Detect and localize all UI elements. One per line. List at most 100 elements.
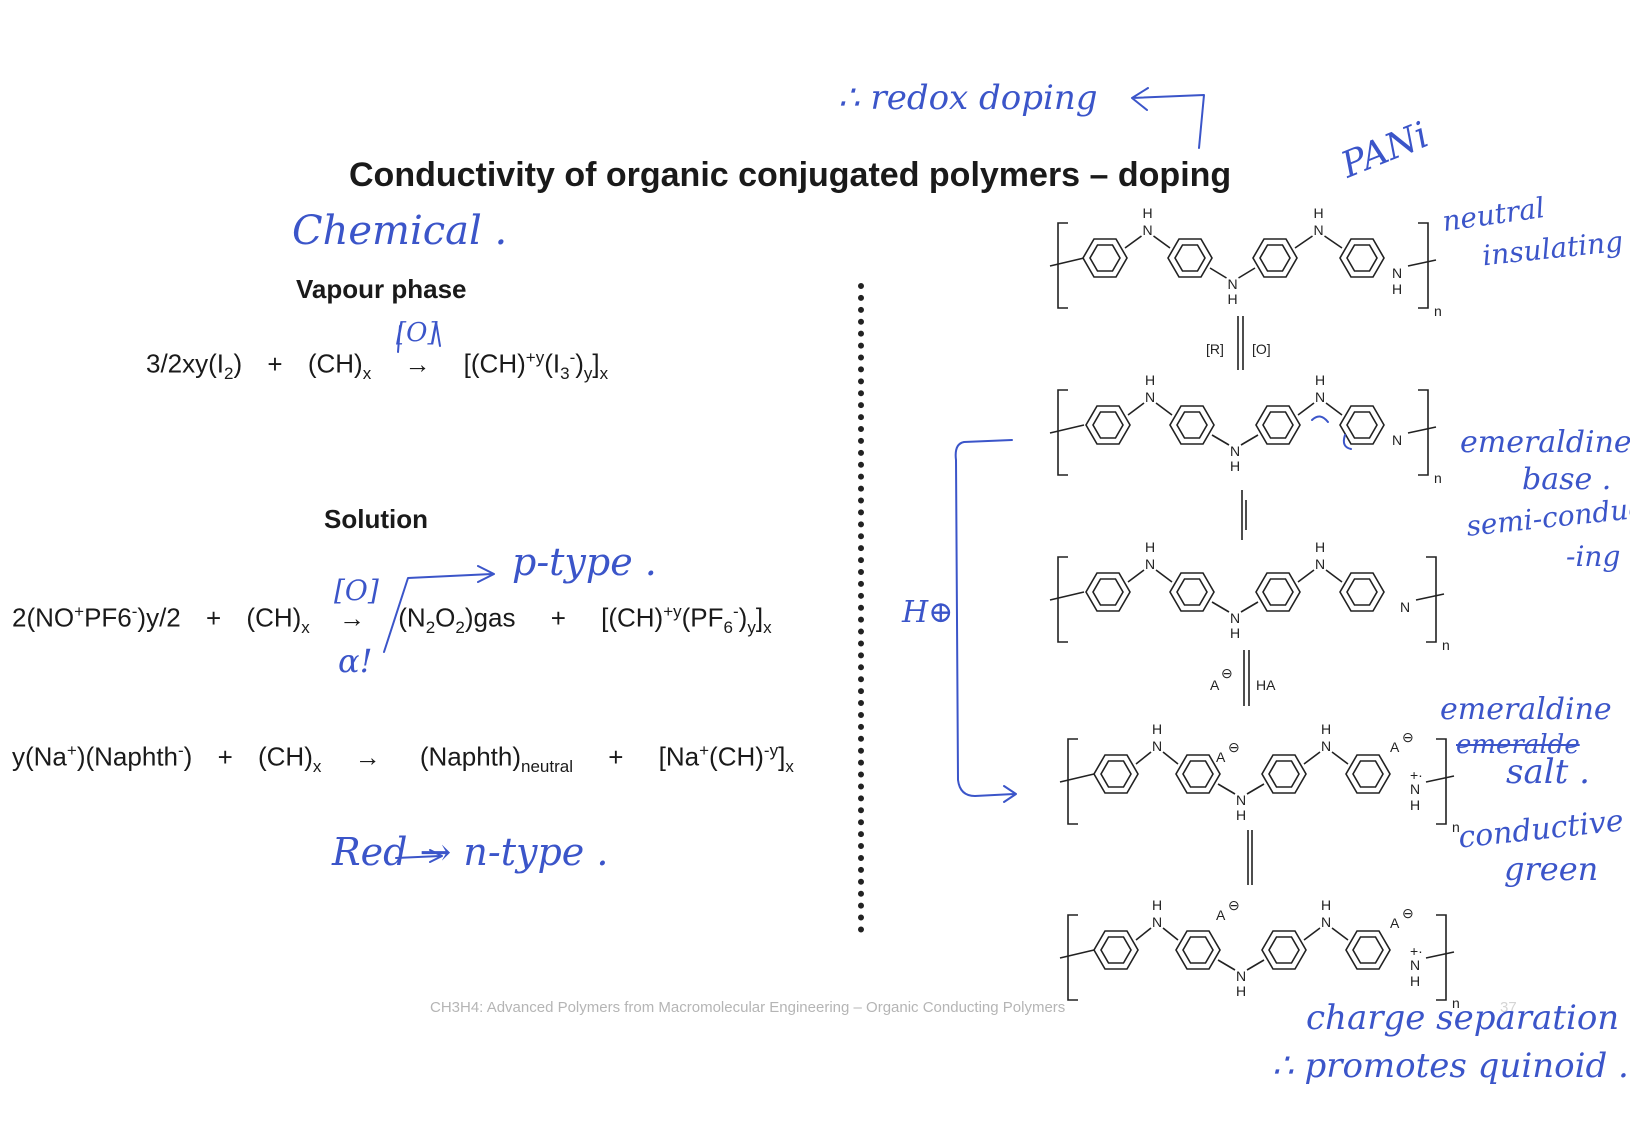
- chain-bond: [1162, 927, 1179, 941]
- eq-term: (I: [544, 348, 561, 379]
- eq-sub: 2: [425, 617, 436, 637]
- hydrogen-atom: H: [1410, 797, 1420, 813]
- eq-term: (CH): [709, 741, 764, 772]
- eq-term: 2(NO: [12, 602, 75, 633]
- repeat-subscript: n: [1434, 470, 1442, 486]
- hydrogen-atom: H: [1236, 807, 1246, 823]
- eq-sub: 2: [455, 617, 465, 637]
- eq-sub: 3: [560, 363, 570, 383]
- bracket-left: [1057, 556, 1068, 643]
- hydrogen-atom: H: [1321, 721, 1331, 737]
- nitrogen-atom: N: [1236, 792, 1246, 808]
- radical-cation: +·: [1410, 767, 1423, 783]
- chain-bond: [1331, 927, 1349, 941]
- hydrogen-atom: H: [1152, 721, 1162, 737]
- eq-plus: +: [206, 602, 222, 633]
- eq-term: )(Naphth: [76, 741, 178, 772]
- eq-sub: x: [301, 617, 310, 637]
- bracket-right: [1436, 738, 1447, 825]
- nitrogen-atom: N: [1228, 276, 1238, 292]
- nitrogen-atom: N: [1314, 222, 1324, 238]
- benzene-ring: [1085, 572, 1131, 612]
- acid-anion: A: [1210, 677, 1220, 693]
- ring-numbering-stroke: [1311, 415, 1352, 450]
- benzene-ring: [1339, 405, 1385, 445]
- nitrogen-atom: N: [1145, 556, 1155, 572]
- equilibrium-arrow-3: A ⊖ HA: [1210, 650, 1276, 706]
- hydrogen-atom: H: [1143, 205, 1153, 221]
- eq-arrow: →: [404, 348, 431, 379]
- eq-term: ]: [755, 602, 764, 633]
- nitrogen-atom: N: [1400, 599, 1410, 615]
- chain-bond: [1155, 402, 1173, 416]
- oxidant-note-vapour: [O]: [396, 318, 438, 348]
- chain-bond: [1303, 751, 1321, 765]
- benzene-ring: [1175, 930, 1221, 970]
- chain-bond: [1155, 569, 1173, 583]
- eq-sup: +y: [663, 602, 682, 621]
- nitrogen-atom: N: [1230, 610, 1240, 626]
- emeraldine-salt-note: emeraldine: [1440, 692, 1612, 727]
- eq-term: ): [183, 741, 193, 772]
- chain-bond: [1415, 593, 1445, 601]
- emeralde-struck-note: emeralde: [1456, 730, 1580, 760]
- repeat-subscript: n: [1452, 995, 1460, 1011]
- eq-sub: x: [312, 756, 322, 776]
- hydrogen-atom: H: [1230, 458, 1240, 474]
- eq-sub: y: [583, 363, 593, 383]
- eq-sup: +y: [525, 348, 545, 367]
- emeraldine-base-note: emeraldine: [1460, 425, 1630, 460]
- eq-arrow: →: [354, 741, 381, 772]
- eq-term: )gas: [464, 602, 516, 633]
- nitrogen-atom: N: [1230, 443, 1240, 459]
- eq-term: ): [575, 348, 584, 379]
- hydrogen-atom: H: [1152, 897, 1162, 913]
- nitrogen-atom: N: [1315, 389, 1325, 405]
- green-note: green: [1504, 850, 1599, 888]
- eq-term: )y/2: [137, 602, 181, 633]
- chain-bond: [1209, 267, 1227, 279]
- benzene-ring: [1169, 405, 1215, 445]
- eq-sup: +: [66, 741, 77, 760]
- eq-term: [Na: [658, 741, 700, 772]
- bracket-left: [1067, 914, 1078, 1001]
- slide-title: Conductivity of organic conjugated polym…: [349, 156, 1232, 194]
- nitrogen-atom: N: [1410, 957, 1420, 973]
- dotted-divider: [858, 283, 864, 933]
- bracket-left: [1057, 222, 1068, 309]
- eq-sup: -y: [763, 741, 779, 760]
- hplus-bracket-stroke: [954, 439, 1017, 803]
- equilibrium-arrow-2: [1241, 490, 1247, 540]
- hydrogen-atom: H: [1314, 205, 1324, 221]
- bracket-right: [1418, 389, 1429, 476]
- eq-term: ]: [592, 348, 600, 379]
- chain-bond: [1059, 773, 1095, 783]
- benzene-ring: [1255, 572, 1301, 612]
- chain-bond: [1059, 949, 1095, 959]
- counter-anion: A: [1390, 739, 1400, 755]
- chain-bond: [1153, 235, 1171, 249]
- chain-bond: [1049, 424, 1085, 434]
- benzene-ring: [1167, 238, 1213, 278]
- eq-term: [(CH): [463, 348, 526, 379]
- benzene-ring: [1345, 930, 1391, 970]
- bracket-right: [1436, 914, 1447, 1001]
- anion-charge: ⊖: [1402, 905, 1414, 921]
- anion-charge: ⊖: [1228, 897, 1240, 913]
- chain-bond: [1049, 257, 1085, 267]
- eq-sup: +: [74, 602, 85, 621]
- nitrogen-atom: N: [1321, 738, 1331, 754]
- nitrogen-atom: N: [1152, 914, 1162, 930]
- eq-term: (CH): [307, 348, 363, 379]
- salt-note: salt .: [1506, 752, 1590, 792]
- chain-bond: [1425, 775, 1455, 783]
- eq-term: 3/2xy(I: [146, 348, 225, 379]
- base-note: base .: [1522, 462, 1612, 497]
- eq-sub: x: [785, 756, 794, 776]
- chain-bond: [1425, 951, 1455, 959]
- equilibrium-arrow-1: [R] [O]: [1206, 316, 1271, 370]
- benzene-ring: [1093, 930, 1139, 970]
- eq-sub: x: [599, 363, 609, 383]
- eq-sup: -: [178, 741, 184, 760]
- benzene-ring: [1082, 238, 1128, 278]
